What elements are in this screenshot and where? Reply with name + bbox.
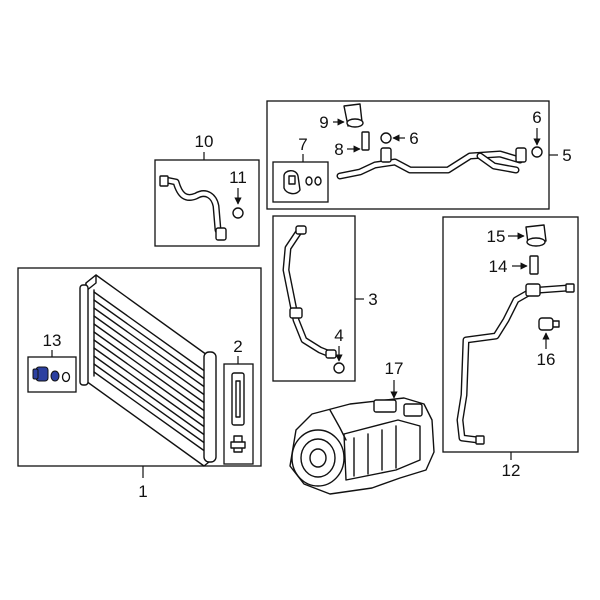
callout-15: 15 — [487, 227, 506, 246]
condenser-box — [17, 267, 262, 467]
callout-6b: 6 — [532, 108, 541, 127]
callout-3: 3 — [368, 290, 377, 309]
callout-1: 1 — [138, 482, 147, 501]
callout-16: 16 — [537, 350, 556, 369]
callout-12: 12 — [502, 461, 521, 480]
callout-11: 11 — [229, 168, 247, 187]
hose-3-box — [272, 215, 356, 382]
callout-17: 17 — [385, 359, 404, 378]
condenser-core — [79, 274, 217, 467]
compressor-17: 17 — [289, 359, 435, 495]
hose-10-group: 10 11 — [154, 132, 260, 247]
clip-7 — [283, 170, 322, 195]
pipe-5-group: 7 9 8 6 6 5 — [266, 100, 572, 210]
callout-14: 14 — [489, 257, 508, 276]
part-7-box — [272, 161, 329, 203]
callout-6a: 6 — [409, 129, 418, 148]
callout-10: 10 — [195, 132, 214, 151]
desiccant-filter — [230, 372, 246, 453]
kit-13-fitting — [32, 366, 71, 383]
callout-8: 8 — [334, 140, 343, 159]
callout-2: 2 — [233, 337, 242, 356]
callout-5: 5 — [562, 146, 571, 165]
callout-9: 9 — [319, 113, 328, 132]
hose-3-group: 4 3 — [272, 215, 378, 382]
callout-7: 7 — [298, 135, 307, 154]
condenser-group: 13 2 1 — [17, 267, 262, 501]
hose-10-box — [154, 159, 260, 247]
callout-13: 13 — [43, 331, 62, 350]
line-12-group: 15 14 16 12 — [442, 216, 579, 480]
callout-4: 4 — [334, 326, 343, 345]
